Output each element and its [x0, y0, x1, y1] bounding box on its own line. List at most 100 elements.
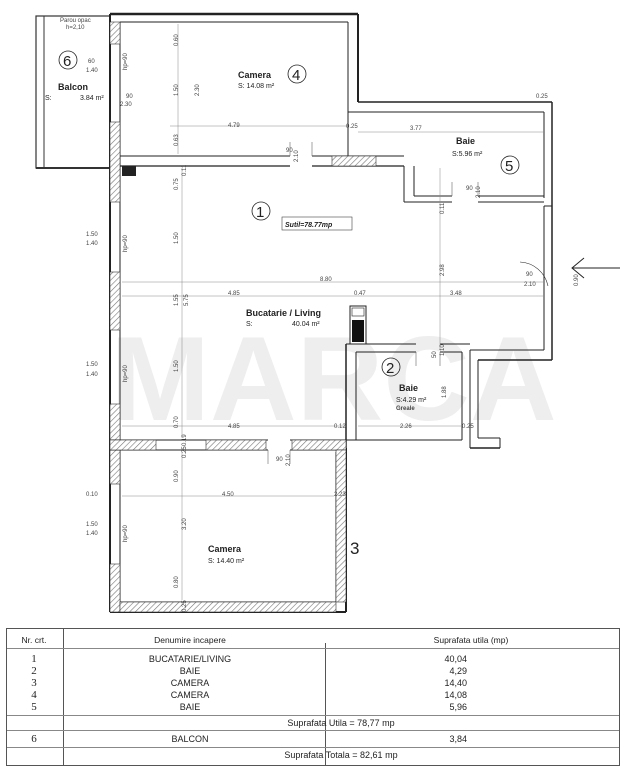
dim-label: 1.40 [86, 68, 98, 74]
room-name-balcon: Balcon [58, 82, 88, 92]
useful-area-sum-text: Suprafata Utila = 78,77 mp [287, 718, 395, 728]
room-living: 1 Sutil=78.77mp Bucatarie / Living S: 40… [246, 201, 353, 328]
dim-label: 1.50 [174, 360, 180, 372]
row-name: CAMERA [170, 678, 210, 688]
room-areas-table: Nr. crt. Denumire incapere Suprafata uti… [6, 628, 620, 766]
dim-label: hp=90 [123, 52, 129, 70]
row-name: BUCATARIE/LIVING [148, 654, 232, 664]
room-area-camera-3: S: 14.40 m² [208, 558, 245, 565]
dim-label: 2.10 [524, 282, 536, 288]
dim-label: 0.60 [174, 34, 180, 46]
total-area-sum: Suprafata Totala = 82,61 mp [7, 749, 619, 761]
watermark: MARCA [110, 312, 557, 446]
table-row: 6 BALCON 3,84 [7, 733, 619, 745]
dim-label: 1.40 [86, 531, 98, 537]
row-name: BAIE [179, 702, 201, 712]
floor-plan: MARCA [35, 12, 620, 613]
dim-label: 0.25 [182, 600, 188, 612]
dim-label: hp=90 [123, 524, 129, 542]
balcony-note-2: h=2,10 [66, 25, 85, 31]
header-area: Suprafata utila (mp) [433, 635, 509, 645]
table-row: 2 BAIE 4,29 [7, 665, 619, 677]
dim-label: 0.11 [440, 202, 446, 214]
hatched-walls [109, 155, 377, 613]
dim-label: 2.30 [195, 84, 201, 96]
table-divider [325, 643, 326, 765]
header-name: Denumire incapere [154, 635, 226, 645]
dim-label: 1.40 [86, 372, 98, 378]
dim-label: 2.10 [286, 454, 292, 466]
dim-label: 2.30 [120, 102, 132, 108]
room-name-baie-5: Baie [456, 136, 475, 146]
table-divider [7, 730, 619, 731]
room-area-label-living: S: [246, 321, 253, 328]
dim-label: 1.50 [174, 84, 180, 96]
dim-label: 0.70 [174, 416, 180, 428]
dim-label: 0.25 [462, 424, 474, 430]
table-divider [7, 715, 619, 716]
dim-label: 0.63 [174, 134, 180, 146]
dim-label: 4.50 [222, 492, 234, 498]
row-name: CAMERA [170, 690, 210, 700]
row-nr: 3 [31, 677, 37, 689]
room-balcon: Parou opac h=2,10 6 Balcon S: 3.84 m² [45, 18, 104, 102]
dim-label: 2.26 [400, 424, 412, 430]
room-name-camera-4: Camera [238, 70, 272, 80]
row-area: 5,96 [449, 702, 467, 712]
dim-label: 2.98 [440, 264, 446, 276]
dim-label: 90 [276, 457, 283, 463]
dim-label: 0.25 [536, 94, 548, 100]
dim-label: hp=90 [123, 364, 129, 382]
table-row: 4 CAMERA 14,08 [7, 689, 619, 701]
dim-label: 0.25 [182, 446, 188, 458]
room-number-5: 5 [505, 158, 513, 175]
dim-label: 8.80 [320, 277, 332, 283]
table-divider [63, 629, 64, 765]
row-area: 14,40 [444, 678, 467, 688]
room-baie-2: 2 Baie S:4.29 m² Greale [381, 357, 427, 412]
room-name-camera-3: Camera [208, 544, 242, 554]
entrance-arrow-icon [519, 257, 620, 287]
row-nr: 1 [31, 653, 37, 665]
dim-label: 90 [286, 148, 293, 154]
table-row: 1 BUCATARIE/LIVING 40,04 [7, 653, 619, 665]
door-swings [267, 142, 479, 464]
table-divider [7, 747, 619, 748]
room-number-6: 6 [63, 53, 71, 70]
dim-label: 0.10 [86, 492, 98, 498]
room-name-living: Bucatarie / Living [246, 308, 321, 318]
dim-label: 2.23 [334, 492, 346, 498]
balcony-note-1: Parou opac [60, 18, 91, 24]
dim-label: 1.50 [86, 362, 98, 368]
row-name: BALCON [171, 734, 209, 744]
dim-label: 1.10 [440, 344, 446, 356]
dim-label: 1.50 [174, 232, 180, 244]
row-nr: 2 [31, 665, 37, 677]
dim-label: 60 [88, 59, 95, 65]
dim-label: 90 [526, 272, 533, 278]
room-baie-5: Baie S:5.96 m² 5 [452, 136, 520, 175]
room-number-1: 1 [256, 204, 264, 221]
room-camera-4: Camera 4 S: 14.08 m² [238, 64, 307, 90]
dim-label: 4.85 [228, 424, 240, 430]
dim-label: 0.25 [346, 124, 358, 130]
useful-area-total: Sutil=78.77mp [285, 222, 333, 229]
table-row: 3 CAMERA 14,40 [7, 677, 619, 689]
table-divider [7, 648, 619, 649]
dim-label: 3.20 [182, 518, 188, 530]
dim-label: 0.90 [174, 470, 180, 482]
dim-label: 2.10 [294, 150, 300, 162]
dim-label: 1.50 [86, 522, 98, 528]
room-number-3: 3 [350, 539, 359, 558]
dim-label: 90 [466, 186, 473, 192]
row-nr: 4 [31, 689, 37, 701]
row-area: 3,84 [449, 734, 467, 744]
dimension-lines [122, 24, 544, 600]
room-area-balcon: 3.84 m² [80, 95, 104, 102]
row-nr: 5 [31, 701, 37, 713]
dim-label: 0.19 [182, 434, 188, 446]
dim-label: 0.47 [354, 291, 366, 297]
room-camera-3: Camera S: 14.40 m² 3 [208, 539, 359, 565]
room-area-living: 40.04 m² [292, 321, 320, 328]
dim-label: 90 [126, 94, 133, 100]
